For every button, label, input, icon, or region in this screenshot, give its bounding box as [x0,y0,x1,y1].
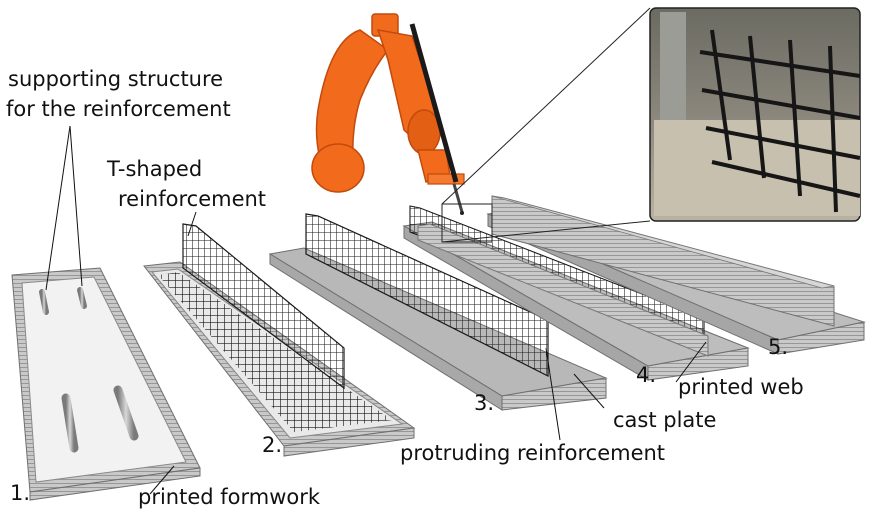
label-supporting-structure-line2: for the reinforcement [6,97,231,121]
leader-lines [45,125,707,495]
photo-inset-icon [441,7,861,243]
element-3-cast-plate [268,213,608,411]
label-printed-web: printed web [678,375,804,399]
step-number-4: 4. [636,363,656,387]
robot-arm-icon [311,13,465,215]
support-rods [39,287,139,453]
element-1-printed-formwork [11,267,201,501]
label-tshaped-line2: reinforcement [118,187,266,211]
label-cast-plate: cast plate [613,408,716,432]
element-4-printing-web [402,205,750,381]
element-5-finished [486,195,866,355]
label-supporting-structure-line1: supporting structure [8,67,223,91]
step-number-2: 2. [262,433,282,457]
step-number-5: 5. [768,335,788,359]
step-number-1: 1. [10,481,30,505]
element-2-with-reinforcement [143,223,416,457]
label-printed-formwork: printed formwork [138,485,321,509]
label-protruding-reinforcement: protruding reinforcement [400,441,665,465]
step-number-3: 3. [474,391,494,415]
label-tshaped-line1: T-shaped [106,157,202,181]
